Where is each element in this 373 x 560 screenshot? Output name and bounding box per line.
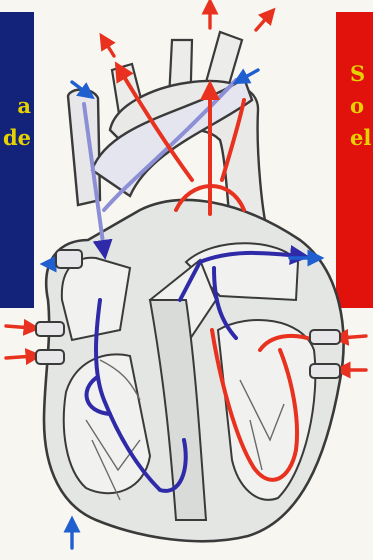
- heart-cross-section-diagram: [0, 0, 373, 560]
